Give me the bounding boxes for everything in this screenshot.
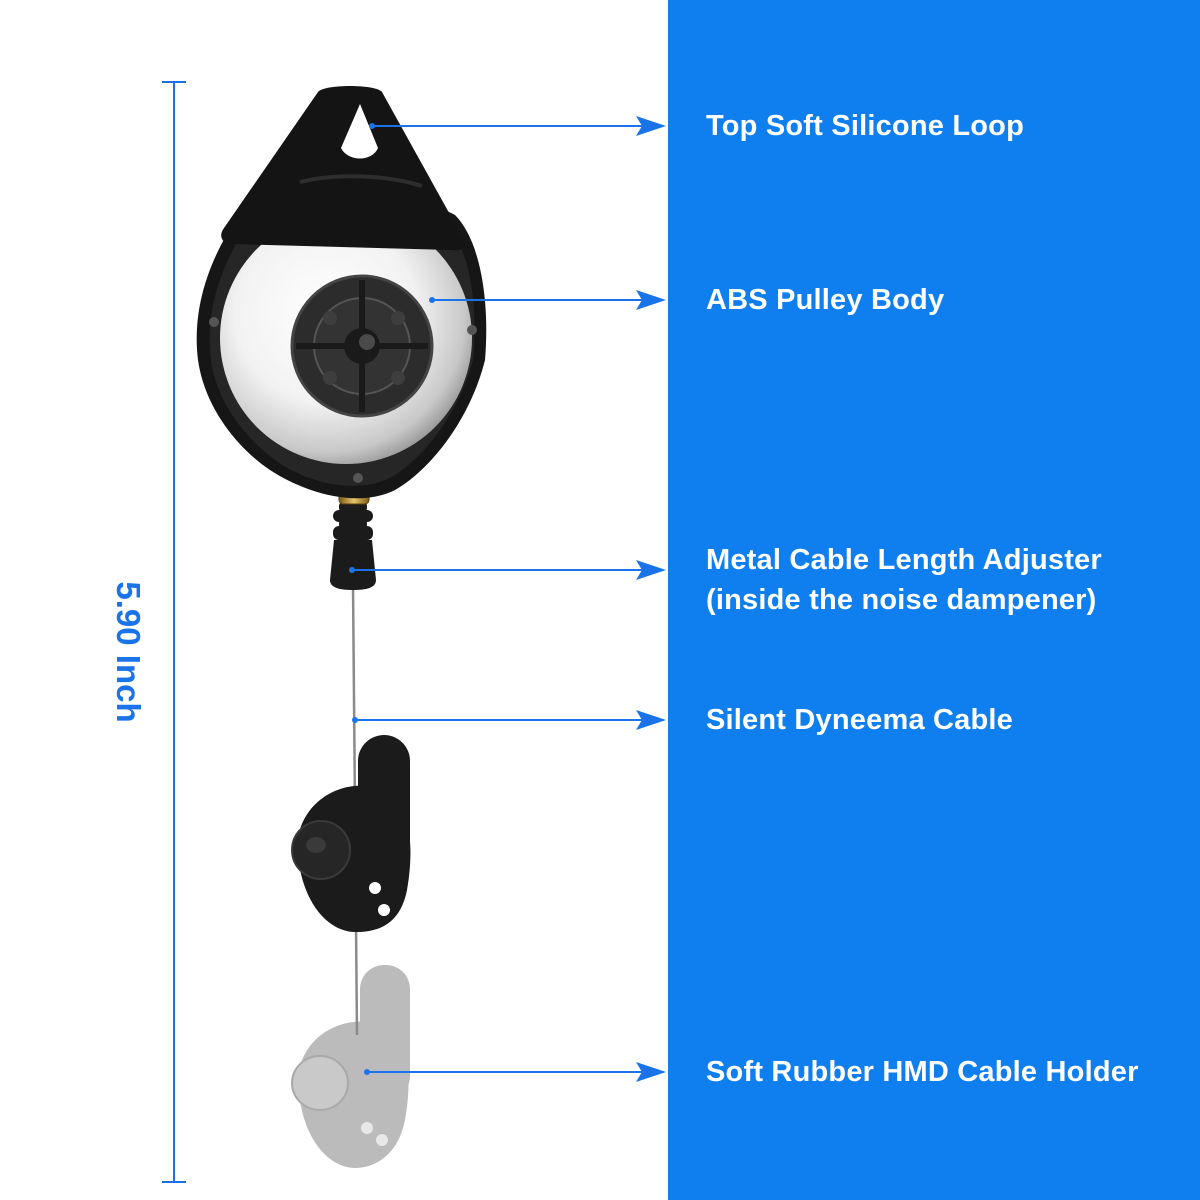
arrow-hmd-cable-holder [367, 1062, 666, 1082]
arrow-length-adjuster [352, 560, 666, 580]
callout-length-adjuster-line-2: (inside the noise dampener) [706, 584, 1097, 616]
callout-top-loop: Top Soft Silicone Loop [706, 110, 1024, 142]
dimension-label: 5.90 Inch [110, 581, 147, 723]
cable-holder [291, 735, 411, 932]
arrow-dyneema-cable [355, 710, 666, 730]
pulley-housing [196, 181, 487, 499]
callout-pulley-body: ABS Pulley Body [706, 284, 945, 316]
dimension-line [162, 81, 186, 1183]
callout-length-adjuster-line-1: Metal Cable Length Adjuster [706, 544, 1102, 576]
arrow-top-loop [372, 116, 666, 136]
blue-label-panel [668, 0, 1200, 1200]
callout-hmd-cable-holder: Soft Rubber HMD Cable Holder [706, 1056, 1139, 1088]
callout-dyneema-cable: Silent Dyneema Cable [706, 704, 1013, 736]
arrow-pulley-body [432, 290, 666, 310]
callout-length-adjuster: Metal Cable Length Adjuster (inside the … [706, 540, 1102, 620]
noise-dampener [330, 502, 376, 590]
ghost-cable-holder [291, 965, 410, 1168]
top-silicone-loop [221, 86, 465, 251]
